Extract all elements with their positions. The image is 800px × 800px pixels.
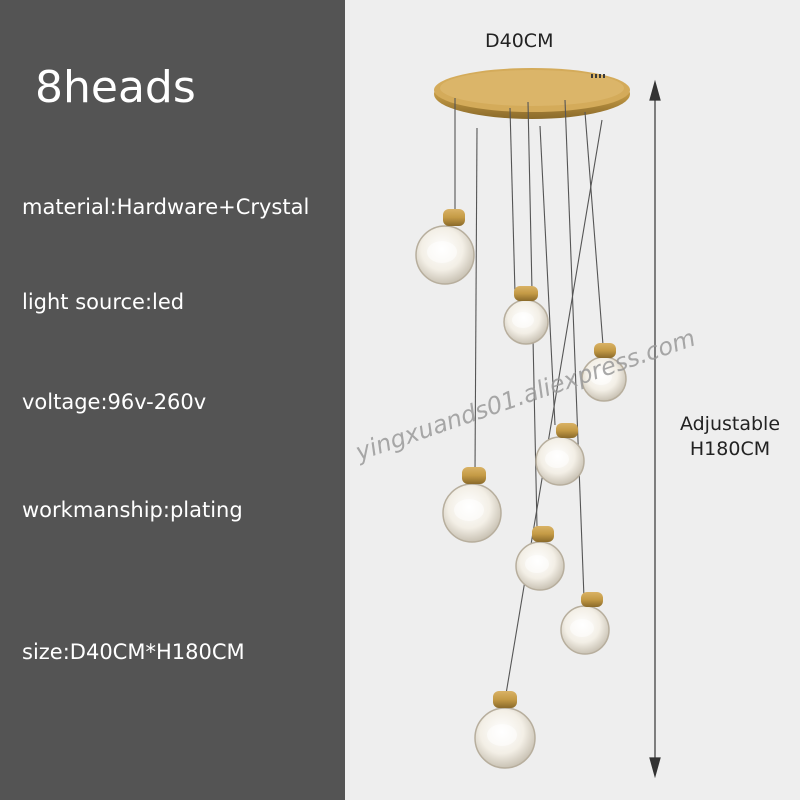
spec-workmanship: workmanship:plating: [22, 498, 243, 522]
pendant: [474, 691, 536, 769]
spec-material: material:Hardware+Crystal: [22, 195, 310, 219]
pendant: [503, 286, 549, 345]
pendant: [560, 592, 610, 655]
heads-count-title: 8heads: [35, 62, 196, 113]
height-label-line2: H180CM: [689, 438, 771, 460]
crystal-pendants: [415, 209, 627, 769]
pendant: [515, 526, 565, 591]
pendant: [415, 209, 475, 285]
pendant: [581, 343, 627, 402]
diameter-label: D40CM: [485, 30, 554, 52]
pendant: [535, 423, 585, 486]
height-dimension-arrow: [649, 79, 661, 779]
spec-voltage: voltage:96v-260v: [22, 390, 207, 414]
ceiling-canopy: [434, 68, 630, 119]
pendant: [442, 467, 502, 543]
chandelier-illustration: [415, 68, 661, 779]
height-label: Adjustable H180CM: [660, 412, 800, 462]
product-panel: [345, 0, 800, 800]
spec-light-source: light source:led: [22, 290, 185, 314]
height-label-line1: Adjustable: [679, 413, 781, 435]
spec-size: size:D40CM*H180CM: [22, 640, 245, 664]
spec-panel: 8heads material:Hardware+Crystal light s…: [0, 0, 345, 800]
